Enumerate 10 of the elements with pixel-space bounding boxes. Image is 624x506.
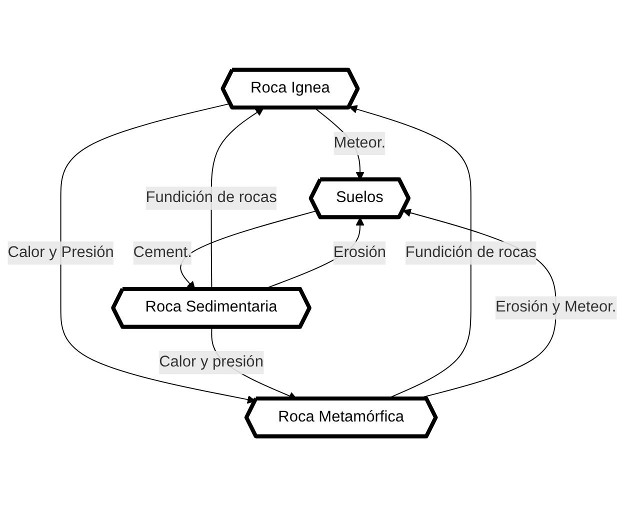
arrow (402, 208, 556, 400)
edge-label: Calor y presión (159, 354, 264, 370)
edge-label: Cement. (133, 244, 192, 261)
arrow (60, 103, 256, 404)
edge-label: Erosión (333, 244, 386, 261)
edge-label: Calor y Presión (8, 244, 114, 261)
edge-label: Meteor. (334, 134, 386, 152)
edge-label: Erosión y Meteor. (495, 299, 616, 316)
edge-label: Fundición de rocas (405, 244, 536, 261)
edge-label: Fundición de rocas (146, 189, 277, 206)
